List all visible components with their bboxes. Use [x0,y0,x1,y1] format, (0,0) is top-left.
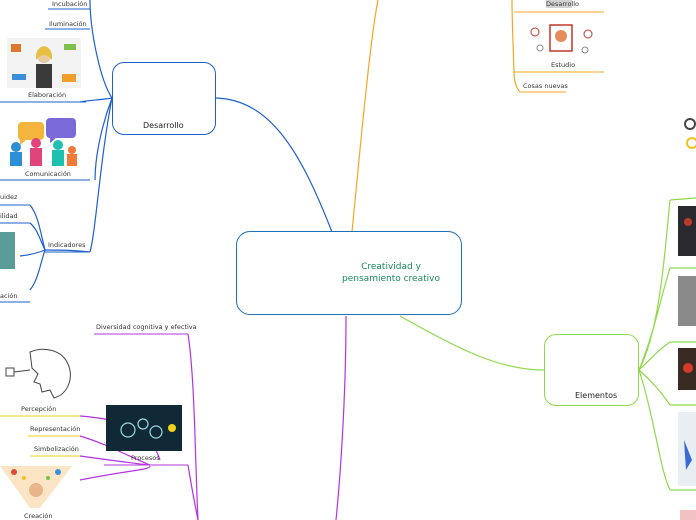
element-image-1 [678,206,696,256]
desarrollo-label: Desarrollo [143,121,184,130]
flexibilidad-label[interactable]: ilidad [0,212,18,220]
incubacion-label[interactable]: Incubación [52,0,88,8]
estudio-label[interactable]: Estudio [551,61,576,69]
percepcion-label[interactable]: Percepción [21,405,57,413]
cosas-nuevas-label[interactable]: Cosas nuevas [523,82,568,90]
representacion-label[interactable]: Representación [30,425,81,433]
comunicacion-image [10,118,77,166]
element-image-2 [678,276,696,326]
right-desarrollo-label[interactable]: Desarrollo [546,0,580,8]
fluidez-label[interactable]: uidez [0,193,18,201]
procesos-image [106,405,182,451]
iluminacion-label[interactable]: Iluminación [49,20,87,28]
underlines-purple [94,333,188,466]
estudio-image [530,0,593,54]
comunicacion-label[interactable]: Comunicación [25,170,71,178]
diversidad-label[interactable]: Diversidad cognitiva y efectiva [96,323,197,331]
elaboracion-image [7,38,81,88]
desarrollo-node[interactable] [112,62,216,135]
simbolizacion-label[interactable]: Simbolización [34,445,79,453]
central-node[interactable] [236,231,462,315]
underlines-orange [514,11,604,93]
procesos-label[interactable]: Procesos [131,454,160,462]
gears-icon [684,118,696,149]
elementos-node[interactable] [544,334,639,406]
creacion-image [0,466,72,508]
connector-green [399,197,696,491]
percepcion-image [5,348,71,399]
element-image-5 [680,510,696,520]
indicadores-label[interactable]: Indicadores [48,241,86,249]
connector-orange [351,0,521,233]
creacion-label[interactable]: Creación [24,512,53,520]
elementos-label: Elementos [575,391,618,400]
indicadores-image [0,232,15,269]
originalidad-label[interactable]: ación [0,292,18,300]
central-title: Creatividad y pensamiento creativo [342,262,440,284]
elaboracion-label[interactable]: Elaboración [28,91,67,99]
underlines-blue [0,8,90,303]
underlines-yellow [0,415,80,457]
